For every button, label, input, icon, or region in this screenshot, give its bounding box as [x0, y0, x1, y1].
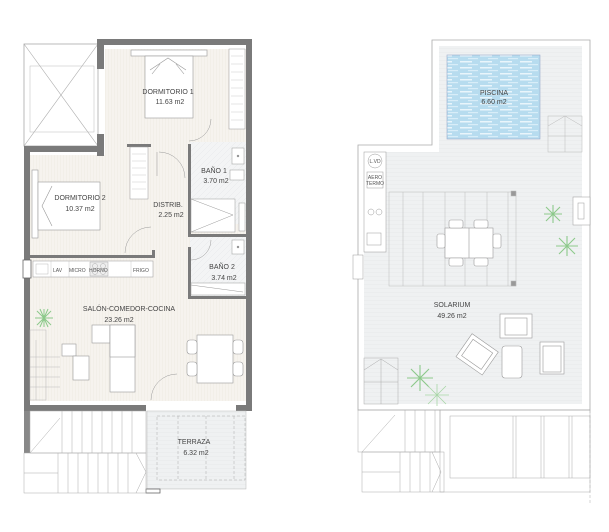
- room-label: DISTRIB.: [153, 202, 183, 209]
- room-area: 6.60 m2: [481, 99, 506, 106]
- living-furniture: [61, 324, 244, 393]
- wardrobe: [228, 48, 246, 130]
- equipment-label-aero: AERO: [368, 175, 382, 181]
- stairs: [357, 357, 445, 493]
- pool: [446, 54, 541, 140]
- stairs: [29, 329, 60, 401]
- bath-fixtures: [190, 147, 246, 296]
- room-label: PISCINA: [480, 90, 508, 97]
- equipment-label-lvd: L.VD: [369, 159, 381, 165]
- room-area: 11.63 m2: [156, 99, 185, 106]
- room-label: BAÑO 2: [209, 262, 235, 271]
- room-area: 3.70 m2: [203, 178, 228, 185]
- kitchen-label-horno: HORNO: [89, 268, 108, 274]
- kitchen-label-frigo: FRIGO: [133, 268, 149, 274]
- room-label: DORMITORIO 2: [54, 195, 105, 202]
- kitchen-label-lav: LAV: [53, 268, 63, 274]
- terraza: [145, 410, 247, 494]
- plant-icon: [425, 384, 449, 406]
- exterior-stairs: [23, 410, 147, 494]
- room-label: SOLARIUM: [434, 302, 471, 309]
- room-area: 49.26 m2: [437, 313, 466, 320]
- room-area: 2.25 m2: [158, 212, 183, 219]
- walls: [24, 39, 252, 411]
- plant-icon: [544, 205, 562, 223]
- room-area: 3.74 m2: [211, 275, 236, 282]
- room-label: DORMITORIO 1: [142, 89, 193, 96]
- room-area: 10.37 m2: [65, 206, 94, 213]
- equipment: [352, 151, 591, 280]
- plant-icon: [35, 308, 53, 328]
- ground-floor-plan: DORMITORIO 1 11.63 m2 DORMITORIO 2 10.37…: [22, 39, 252, 494]
- room-area: 23.26 m2: [104, 317, 133, 324]
- door-swings: [124, 118, 212, 401]
- bed-icon: [130, 49, 208, 119]
- plant-icon: [556, 236, 578, 256]
- lounge-furniture: [455, 313, 565, 379]
- kitchen-counter: [32, 260, 154, 278]
- patio-void: [23, 43, 99, 147]
- roof-floor-plan: L.VD AERO TERMO: [352, 39, 591, 505]
- room-label: SALÓN-COMEDOR-COCINA: [83, 304, 176, 313]
- equipment-label-termo: TERMO: [366, 181, 384, 187]
- bed-icon: [31, 169, 101, 239]
- plant-icon: [407, 365, 433, 391]
- room-label: TERRAZA: [178, 439, 211, 446]
- room-area: 6.32 m2: [183, 450, 208, 457]
- room-label: BAÑO 1: [201, 166, 227, 175]
- kitchen-label-micro: MICRO: [69, 268, 86, 274]
- wardrobe: [129, 146, 149, 200]
- dining-table: [436, 219, 502, 267]
